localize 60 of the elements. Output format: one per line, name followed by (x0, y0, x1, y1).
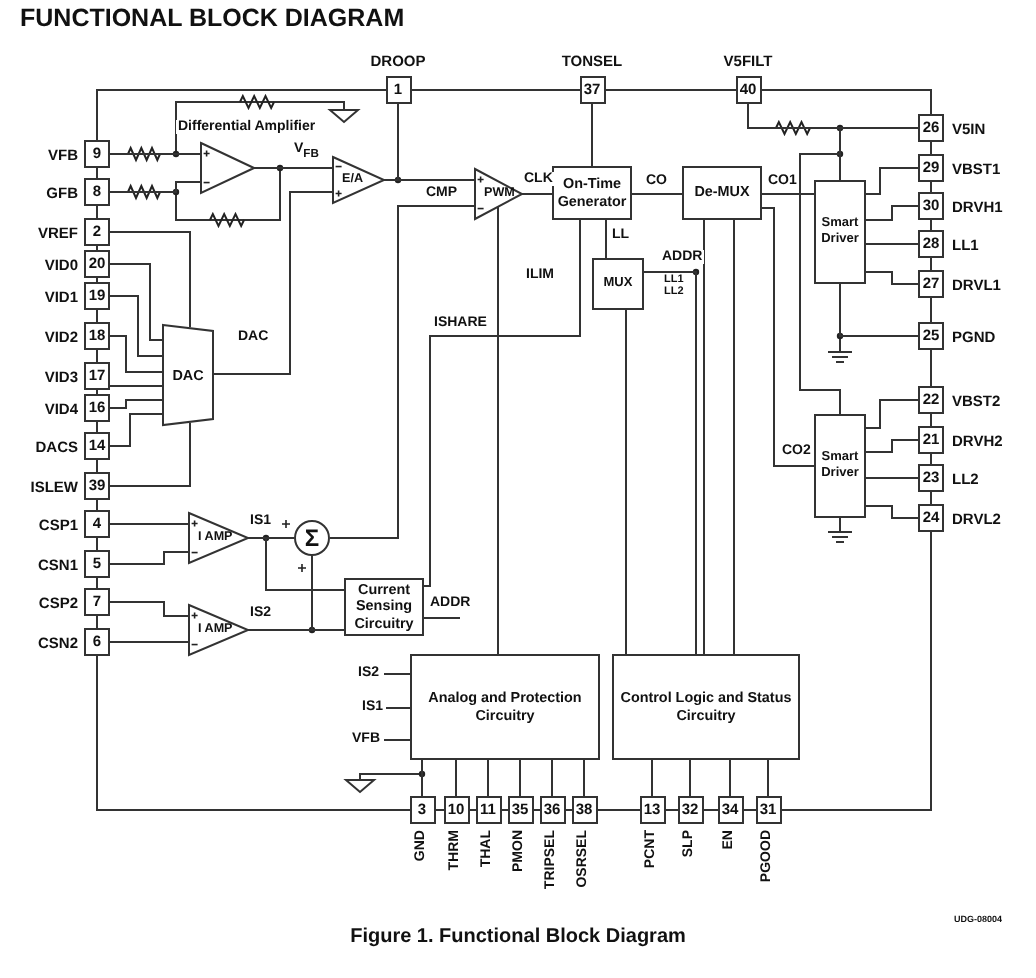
connector-line (865, 243, 919, 245)
connector-line (423, 219, 581, 587)
connector-line (625, 309, 627, 655)
connector-line (761, 207, 815, 467)
connector-line (761, 193, 815, 195)
connector-line (865, 399, 919, 429)
connector-line (605, 219, 607, 259)
connector-line (551, 759, 553, 797)
connector-line (109, 385, 163, 387)
connector-line (455, 759, 457, 797)
connector-line (703, 219, 705, 655)
connector-line (487, 759, 489, 797)
connector-line (767, 759, 769, 797)
connector-line (631, 193, 683, 195)
connector-line (383, 673, 411, 675)
connector-line (591, 103, 593, 167)
connector-line (109, 335, 163, 373)
connector-line (109, 413, 163, 447)
connector-line (253, 167, 333, 169)
connector-line (497, 206, 499, 655)
connector-line (421, 759, 423, 797)
connector-line (109, 421, 191, 487)
figure-caption: Figure 1. Functional Block Diagram (348, 926, 688, 948)
connector-line (109, 399, 163, 409)
connector-line (839, 283, 919, 337)
connector-line (865, 271, 919, 285)
connector-line (583, 759, 585, 797)
connector-line (423, 617, 461, 619)
connector-line (109, 551, 189, 565)
connector-line (865, 167, 919, 195)
connector-line (109, 523, 189, 525)
connector-line (247, 629, 345, 631)
connector-line (865, 477, 919, 479)
connector-line (109, 181, 201, 193)
connector-line (733, 219, 735, 655)
connector-line (521, 193, 553, 195)
connector-line (865, 439, 919, 453)
diagram-title: FUNCTIONAL BLOCK DIAGRAM (20, 4, 405, 32)
connector-line (643, 271, 697, 655)
amplifier-triangle (200, 142, 254, 194)
connector-line (329, 205, 475, 539)
connector-line (109, 641, 189, 643)
connector-line (383, 707, 411, 709)
connector-line (865, 505, 919, 519)
connector-line (213, 191, 333, 375)
connector-line (729, 759, 731, 797)
connector-line (109, 231, 191, 329)
connector-line (109, 153, 201, 155)
connector-line (865, 205, 919, 221)
connector-line (651, 759, 653, 797)
connector-line (247, 537, 345, 591)
connector-line (383, 739, 411, 741)
connector-line (519, 759, 521, 797)
summing-junction: Σ (294, 520, 330, 556)
connector-line (109, 263, 163, 341)
connector-line (799, 127, 919, 415)
connector-line (689, 759, 691, 797)
connector-line (109, 295, 163, 357)
connector-line (109, 601, 189, 617)
connector-line (383, 103, 399, 181)
